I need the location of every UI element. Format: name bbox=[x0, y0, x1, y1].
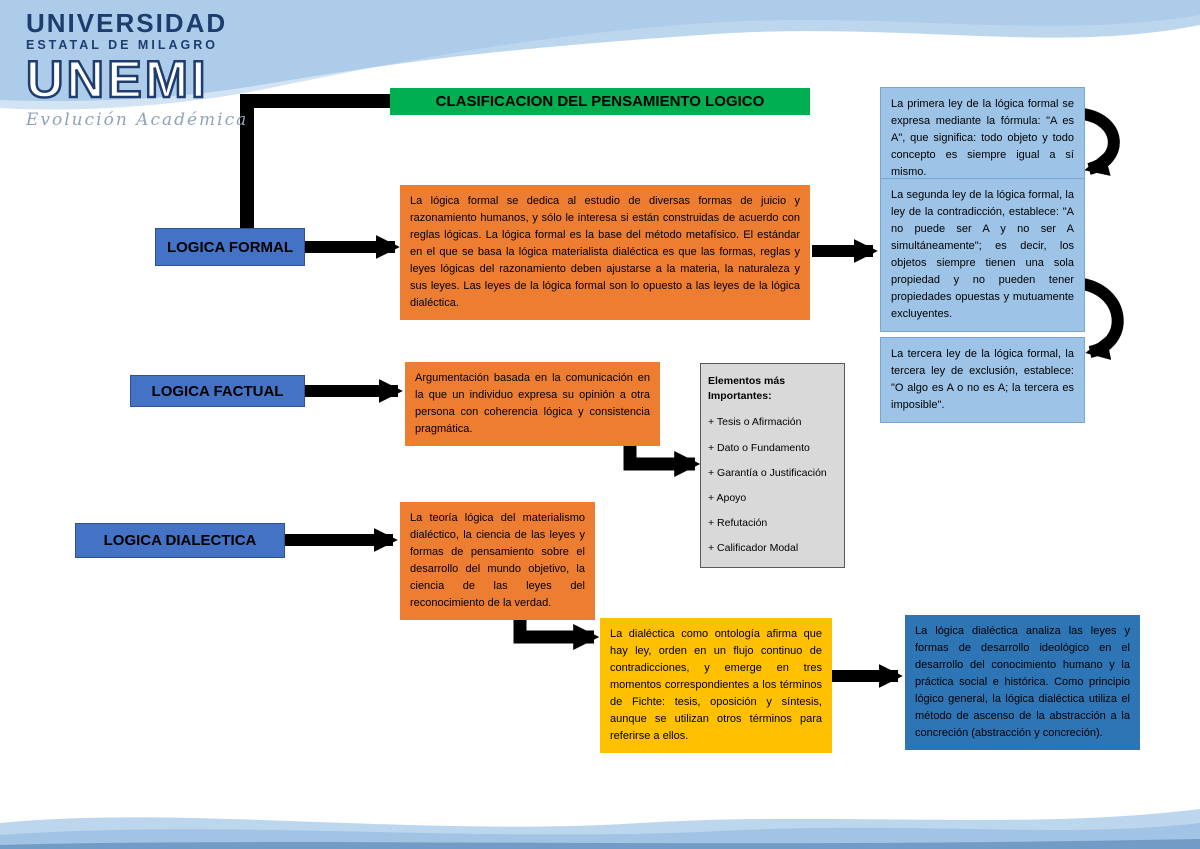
logo-subtitle-text: ESTATAL DE MILAGRO bbox=[26, 38, 218, 53]
unemi-logo: UNIVERSIDAD ESTATAL DE MILAGRO UNEMI Evo… bbox=[25, 8, 249, 131]
element-item: + Apoyo bbox=[708, 491, 747, 504]
element-item: + Calificador Modal bbox=[708, 542, 799, 555]
wave-layer-3 bbox=[0, 839, 1200, 849]
logo-tagline-text: Evolución Académica bbox=[26, 110, 249, 131]
logo-university-text: UNIVERSIDAD bbox=[26, 8, 228, 38]
wave-layer-2 bbox=[0, 823, 1200, 849]
page-title: CLASIFICACION DEL PENSAMIENTO LOGICO bbox=[390, 88, 810, 115]
element-item: + Dato o Fundamento bbox=[708, 441, 810, 454]
first-law-box: La primera ley de la lógica formal se ex… bbox=[880, 87, 1085, 191]
third-law-box: La tercera ley de la lógica formal, la t… bbox=[880, 337, 1085, 424]
logica-formal-label: LOGICA FORMAL bbox=[155, 228, 305, 266]
logo-acronym-text: UNEMI bbox=[25, 51, 209, 110]
logica-formal-description: La lógica formal se dedica al estudio de… bbox=[400, 185, 810, 321]
logica-factual-label: LOGICA FACTUAL bbox=[130, 375, 305, 407]
dialectic-ontology-box: La dialéctica como ontología afirma que … bbox=[600, 618, 832, 754]
element-item: + Garantía o Justificación bbox=[708, 466, 827, 479]
element-item: + Tesis o Afirmación bbox=[708, 416, 802, 429]
logica-dialectica-label: LOGICA DIALECTICA bbox=[75, 523, 285, 558]
important-elements-title: Elementos más Importantes: bbox=[708, 375, 786, 403]
important-elements-box: Elementos más Importantes: + Tesis o Afi… bbox=[700, 363, 845, 568]
logica-dialectica-description: La teoría lógica del materialismo dialéc… bbox=[400, 502, 595, 621]
logica-factual-description: Argumentación basada en la comunicación … bbox=[405, 362, 660, 447]
element-item: + Refutación bbox=[708, 517, 768, 530]
dialectic-analysis-box: La lógica dialéctica analiza las leyes y… bbox=[905, 615, 1140, 751]
bottom-wave-decoration bbox=[0, 809, 1200, 849]
connector-title-to-formal bbox=[240, 94, 390, 229]
second-law-box: La segunda ley de la lógica formal, la l… bbox=[880, 178, 1085, 333]
wave-layer-1 bbox=[0, 809, 1200, 849]
arrow-first-law-to-second-law bbox=[1081, 108, 1120, 176]
arrow-second-law-to-third-law bbox=[1081, 278, 1124, 360]
